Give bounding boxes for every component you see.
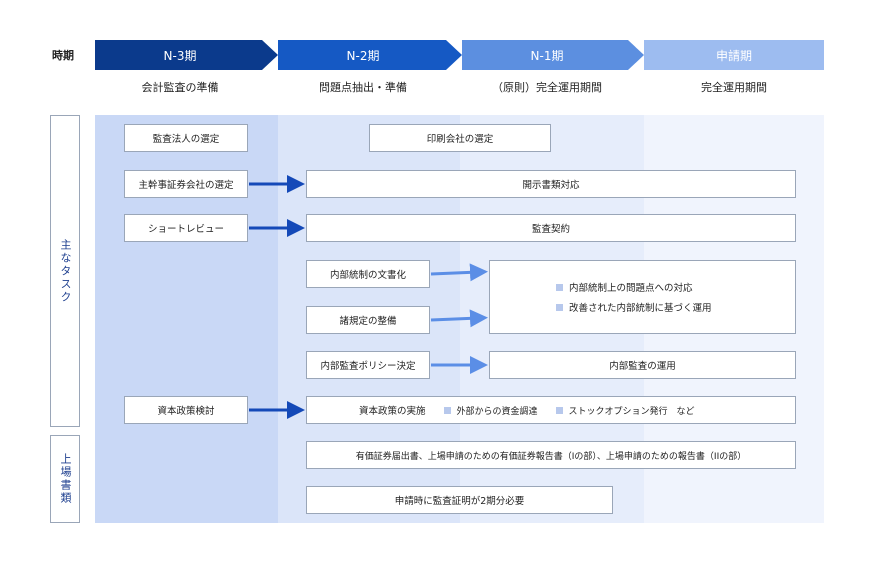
arrow-rules-to-response <box>430 309 488 328</box>
phase-title-n3: N-3期 <box>163 48 197 63</box>
ic-issues-item: 内部統制上の問題点への対応 <box>556 280 693 294</box>
audit-contract-box: 監査契約 <box>306 214 796 242</box>
ic-improved-text: 改善された内部統制に基づく運用 <box>569 303 712 314</box>
section-tasks-label: 主なタスク <box>50 115 80 427</box>
printing-company-selection-box: 印刷会社の選定 <box>369 124 551 152</box>
audit-certificate-box: 申請時に監査証明が2期分必要 <box>306 486 613 514</box>
underwriter-selection-box: 主幹事証券会社の選定 <box>124 170 248 198</box>
bullet-square-icon <box>556 283 563 291</box>
phase-arrow-n3 <box>95 40 278 70</box>
capital-policy-review-box: 資本政策検討 <box>124 396 248 424</box>
phase-arrow-n2 <box>278 40 462 70</box>
internal-audit-operation-box: 内部監査の運用 <box>489 351 796 379</box>
ic-improved-item: 改善された内部統制に基づく運用 <box>556 300 712 314</box>
audit-firm-selection-box: 監査法人の選定 <box>124 124 248 152</box>
ic-response-box: 内部統制上の問題点への対応 改善された内部統制に基づく運用 <box>489 260 796 334</box>
phase-subtitle-apply: 完全運用期間 <box>701 81 767 94</box>
phase-subtitle-n3: 会計監査の準備 <box>141 81 219 94</box>
capital-stock-option-text: ストックオプション発行 など <box>568 406 695 417</box>
bullet-square-icon <box>443 406 451 414</box>
bullet-square-icon <box>556 303 563 311</box>
phase-subtitle-n1: （原則）完全運用期間 <box>492 81 602 94</box>
short-review-box: ショートレビュー <box>124 214 248 242</box>
ic-issues-text: 内部統制上の問題点への対応 <box>569 283 693 294</box>
listing-filings-box: 有価証券届出書、上場申請のための有価証券報告書（Iの部）、上場申請のための報告書… <box>306 441 796 469</box>
capital-impl-text: 資本政策の実施 <box>359 406 426 417</box>
phase-title-apply: 申請期 <box>715 48 752 63</box>
ic-documentation-box: 内部統制の文書化 <box>306 260 430 288</box>
arrow-ic-docs-to-response <box>430 263 488 282</box>
capital-policy-implementation-box: 資本政策の実施 外部からの資金調達 ストックオプション発行 など <box>306 396 796 424</box>
rules-arrangement-box: 諸規定の整備 <box>306 306 430 334</box>
phase-arrow-apply <box>644 40 824 70</box>
capital-external-text: 外部からの資金調達 <box>456 406 538 417</box>
bullet-square-icon <box>555 406 563 414</box>
phase-subtitle-n2: 問題点抽出・準備 <box>319 81 407 94</box>
period-row-label: 時期 <box>52 49 74 62</box>
phase-title-n1: N-1期 <box>530 48 564 63</box>
disclosure-box: 開示書類対応 <box>306 170 796 198</box>
internal-audit-policy-box: 内部監査ポリシー決定 <box>306 351 430 379</box>
phase-arrow-n1 <box>462 40 644 70</box>
section-docs-label: 上場書類 <box>50 435 80 523</box>
phase-title-n2: N-2期 <box>346 48 380 63</box>
